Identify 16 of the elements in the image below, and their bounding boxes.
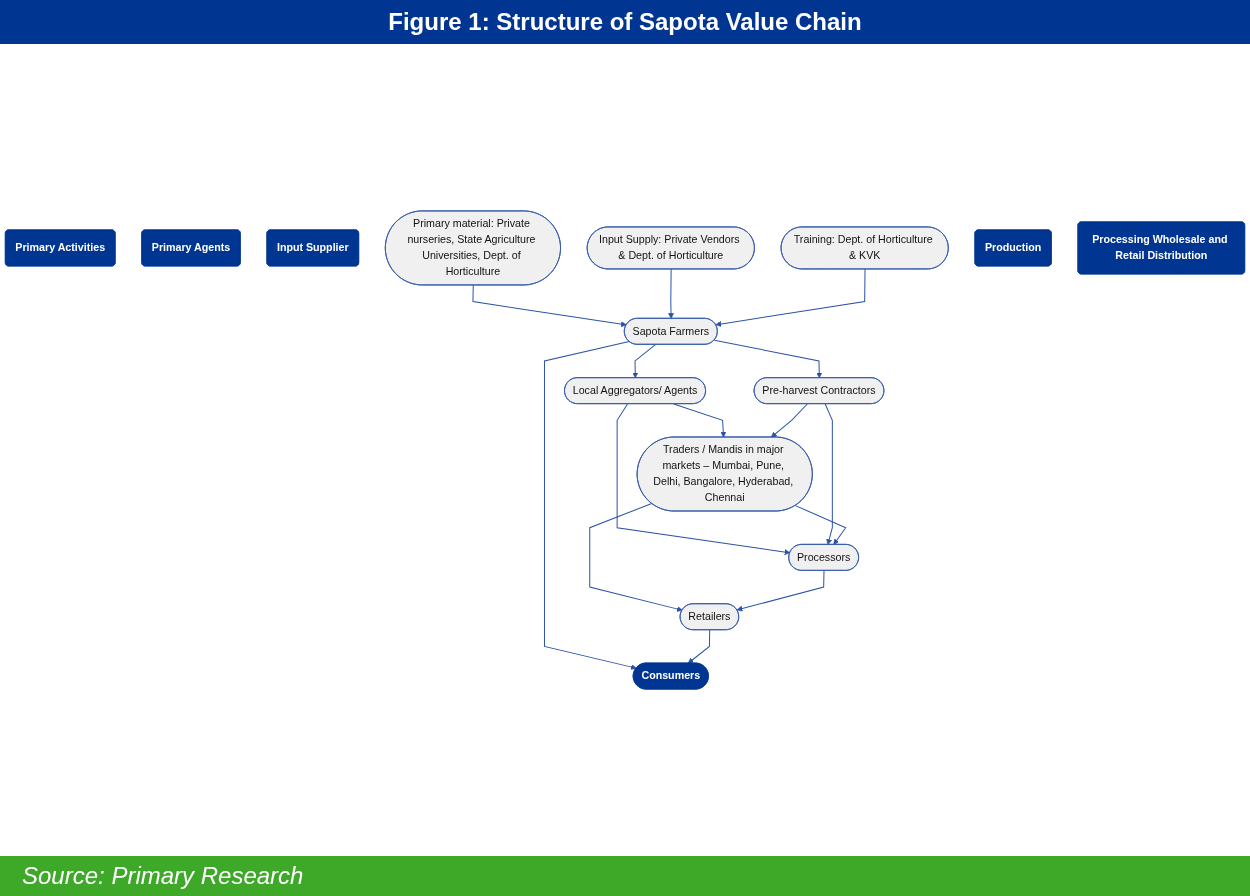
arrow [589,503,683,612]
arrow [472,284,627,328]
arrow [770,403,808,438]
arrow [736,570,825,612]
arrow [544,341,637,670]
arrow [668,268,674,319]
arrow [687,629,711,664]
arrow [824,403,833,545]
source-caption: Source: Primary Research [0,856,1250,896]
arrow [794,505,847,545]
arrow [616,403,791,555]
arrow [673,403,727,438]
arrow [632,344,656,379]
title-banner: Figure 1: Structure of Sapota Value Chain [0,0,1250,44]
arrow [715,268,866,327]
arrow [713,339,823,379]
